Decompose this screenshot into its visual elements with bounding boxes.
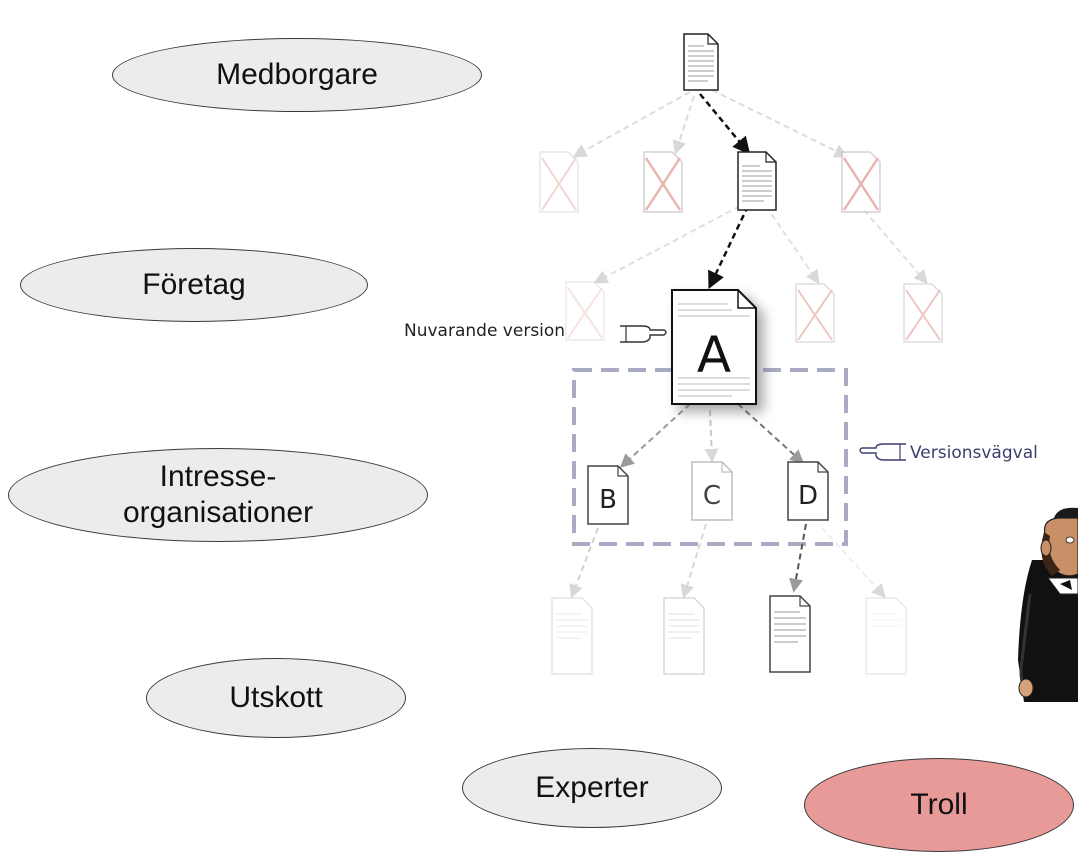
document-icon — [663, 597, 705, 675]
stakeholder-label: Experter — [535, 771, 649, 804]
document-icon — [551, 597, 593, 675]
rejected-document-icon — [795, 283, 835, 343]
rejected-document-icon — [903, 283, 943, 343]
stakeholder-troll: Troll — [804, 758, 1074, 852]
current-document-letter: A — [697, 326, 731, 384]
stakeholder-foretag: Företag — [20, 248, 368, 322]
document-icon-c: C — [691, 461, 733, 521]
stakeholder-label-line2: organisationer — [122, 496, 314, 529]
pointing-hand-icon — [859, 443, 906, 461]
stakeholder-label: Troll — [910, 788, 968, 821]
branch-letter-d: D — [798, 481, 818, 511]
rejected-document-icon — [565, 281, 605, 341]
document-icon — [865, 597, 907, 675]
edges-level-1 — [572, 89, 849, 158]
stakeholder-medborgare: Medborgare — [112, 38, 482, 112]
figure-illustration — [1018, 507, 1078, 702]
stakeholder-label: Utskott — [229, 681, 323, 714]
stakeholder-intresseorganisationer: Intresse- organisationer — [8, 448, 428, 542]
edges-level-2 — [593, 205, 928, 290]
document-icon — [683, 33, 719, 91]
rejected-document-icon — [841, 151, 881, 213]
branch-letter-c: C — [703, 481, 721, 511]
branch-letter-b: B — [599, 485, 617, 515]
stakeholder-label: Företag — [142, 268, 246, 301]
stakeholder-experter: Experter — [462, 748, 722, 828]
edges-bottom — [569, 523, 886, 599]
stakeholder-utskott: Utskott — [146, 658, 406, 738]
pointing-hand-icon — [620, 325, 667, 343]
current-document-icon: A — [671, 289, 764, 412]
stakeholder-label: Medborgare — [216, 58, 378, 91]
current-version-label: Nuvarande version — [404, 321, 565, 341]
edges-branch — [619, 403, 805, 468]
rejected-document-icon — [539, 151, 579, 213]
document-icon-d: D — [787, 461, 829, 521]
stakeholder-label-line1: Intresse- — [159, 460, 277, 493]
document-icon — [769, 595, 811, 673]
document-icon — [737, 151, 777, 211]
branch-choice-label: Versionsvägval — [910, 443, 1038, 463]
document-icon-b: B — [587, 465, 629, 525]
rejected-document-icon — [643, 151, 683, 213]
